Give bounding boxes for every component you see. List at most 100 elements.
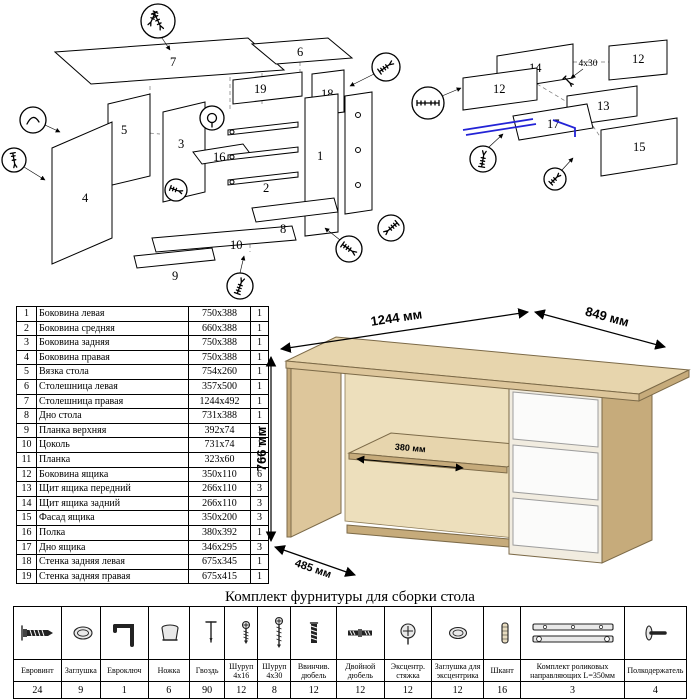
- dimension-left-depth: 485 мм: [273, 545, 357, 581]
- callout-screws-top: [140, 3, 176, 39]
- part-name: Столешница правая: [36, 393, 189, 410]
- part-number: 10: [16, 437, 37, 453]
- part-number: 14: [16, 495, 37, 512]
- dim-label-depth: 849 мм: [584, 304, 631, 330]
- hardware-qty: 12: [335, 681, 385, 699]
- hardware-qty: 9: [60, 681, 101, 699]
- part-size: 350x110: [188, 466, 251, 483]
- callout-bracket-left: [19, 106, 47, 134]
- part-number: 4: [16, 349, 37, 366]
- part-label-6: 6: [297, 45, 303, 59]
- hardware-name: Шуруп 4х16: [224, 659, 259, 682]
- callout-screw-bottom-right: [335, 235, 363, 263]
- part-name: Щит ящика задний: [36, 495, 189, 512]
- shelf-pin-icon: [645, 625, 668, 641]
- callout-double-dowel: [411, 86, 445, 120]
- cam-cap-icon: [448, 626, 467, 640]
- part-panel-extra-side: [344, 91, 373, 215]
- part-number: 6: [16, 378, 37, 395]
- part-panel-12-drawer-side-right: 12: [608, 39, 668, 81]
- callout-screw-left: [1, 147, 27, 173]
- part-label-4: 4: [82, 191, 89, 205]
- callout-screw-right-top: [371, 52, 401, 82]
- part-size: 731x74: [188, 437, 251, 453]
- part-panel-10-plinth: 10: [151, 225, 297, 253]
- drawer-slide-blue: [462, 118, 576, 137]
- screw-4x16-icon: [242, 620, 251, 644]
- part-size: 266x110: [188, 481, 251, 497]
- part-panel-6-tabletop-left: 6: [250, 37, 354, 65]
- part-panel-5-tie: 5: [107, 93, 151, 187]
- part-size: 675x345: [188, 554, 251, 570]
- part-name: Боковина задняя: [36, 335, 189, 351]
- callout-screw-mid: [164, 178, 188, 202]
- part-label-16: 16: [213, 150, 226, 164]
- part-number: 18: [16, 554, 37, 570]
- annotation-4x30: 4x30: [579, 59, 598, 69]
- dim-label-height: 766 мм: [257, 427, 269, 472]
- part-size: 346x295: [188, 539, 251, 556]
- part-label-13: 13: [597, 99, 610, 113]
- cap-icon: [73, 626, 93, 640]
- part-label-17: 17: [547, 117, 560, 131]
- part-number: 16: [16, 524, 37, 541]
- part-2-drawer-rails: 2: [227, 121, 299, 195]
- hardware-qtys-row: 24 9 1 6 90 12 8 12 12 12 12 16 3 4: [13, 681, 688, 699]
- dim-label-shelf: 380 мм: [394, 442, 426, 455]
- part-name: Боковина ящика: [36, 466, 189, 483]
- callout-screw-bottom: [543, 167, 567, 191]
- part-name: Щит ящика передний: [36, 481, 189, 497]
- hardware-qty: 12: [224, 681, 259, 699]
- part-panel-9-top-plank: 9: [133, 247, 216, 283]
- hardware-qty: 90: [188, 681, 226, 699]
- part-name: Дно стола: [36, 408, 189, 424]
- part-label-2: 2: [263, 181, 269, 195]
- hex-key-icon: [113, 624, 135, 647]
- part-number: 7: [16, 393, 37, 410]
- part-label-15: 15: [633, 140, 646, 154]
- hardware-name: Полкодержатель: [623, 659, 688, 682]
- drawer-front-3: [512, 497, 599, 554]
- part-panel-3-middle-side: 3: [162, 101, 206, 203]
- hardware-name: Ножка: [147, 659, 191, 682]
- hardware-names-row: Евровинт Заглушка Евроключ Ножка Гвоздь …: [13, 659, 688, 682]
- part-name: Стенка задняя левая: [36, 554, 189, 570]
- part-name: Боковина левая: [36, 306, 189, 322]
- part-number: 2: [16, 320, 37, 337]
- hardware-name: Заглушка: [60, 659, 101, 682]
- part-size: 750x388: [188, 349, 251, 366]
- cam-lock-icon: [400, 623, 416, 645]
- part-panel-16-shelf: 16: [192, 143, 253, 165]
- part-number: 11: [16, 451, 37, 468]
- part-name: Стенка задняя правая: [36, 568, 189, 585]
- part-name: Полка: [36, 524, 189, 541]
- part-name: Столешница левая: [36, 378, 189, 395]
- hardware-qty: 3: [520, 681, 625, 699]
- hardware-qty: 12: [290, 681, 337, 699]
- hardware-name: Евровинт: [13, 659, 62, 682]
- part-number: 1: [16, 306, 37, 322]
- callout-cam-middle: [199, 105, 225, 131]
- part-panel-4-left-side: 4: [51, 121, 113, 265]
- part-size: 750x388: [188, 335, 251, 351]
- part-label-12r: 12: [632, 52, 645, 66]
- part-name: Боковина средняя: [36, 320, 189, 337]
- part-size: 1244x492: [188, 393, 251, 410]
- leg-icon: [161, 624, 179, 641]
- hardware-qty: 16: [482, 681, 522, 699]
- part-number: 13: [16, 481, 37, 497]
- part-size: 731x388: [188, 408, 251, 424]
- part-size: 660x388: [188, 320, 251, 337]
- dimension-shelf-depth: 380 мм: [356, 442, 464, 472]
- part-number: 17: [16, 539, 37, 556]
